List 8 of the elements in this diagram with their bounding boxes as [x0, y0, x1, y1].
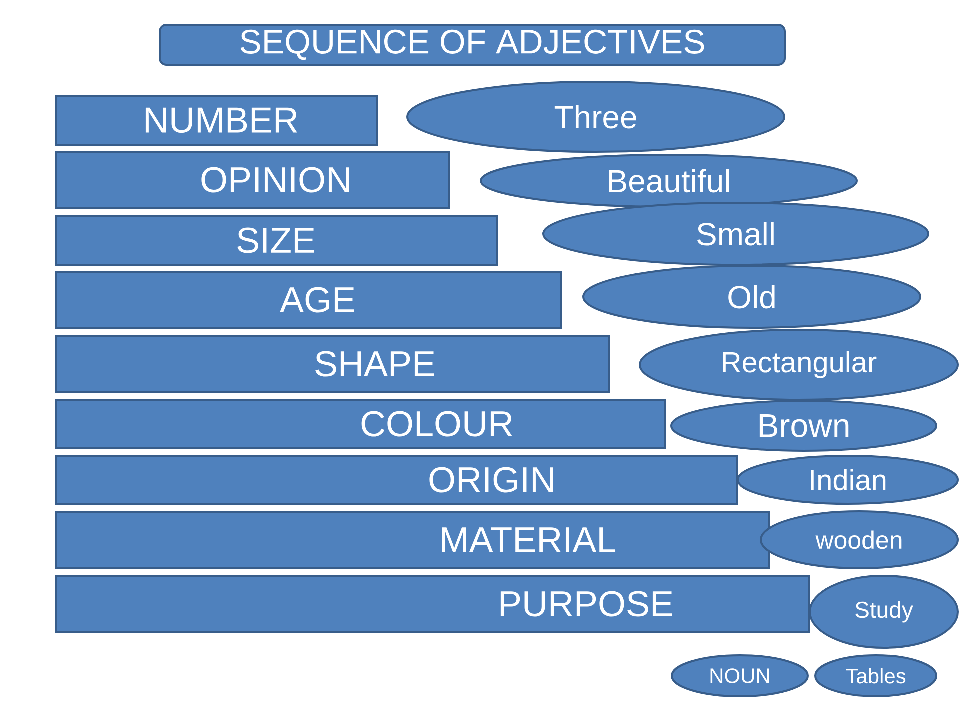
category-box: OPINION — [55, 151, 450, 209]
title-banner: SEQUENCE OF ADJECTIVES — [159, 24, 786, 66]
category-box: COLOUR — [55, 399, 666, 449]
category-box: SIZE — [55, 215, 498, 266]
category-box: NUMBER — [55, 95, 378, 146]
category-box: SHAPE — [55, 335, 610, 393]
category-box: AGE — [55, 271, 562, 329]
node-label: wooden — [816, 530, 902, 550]
